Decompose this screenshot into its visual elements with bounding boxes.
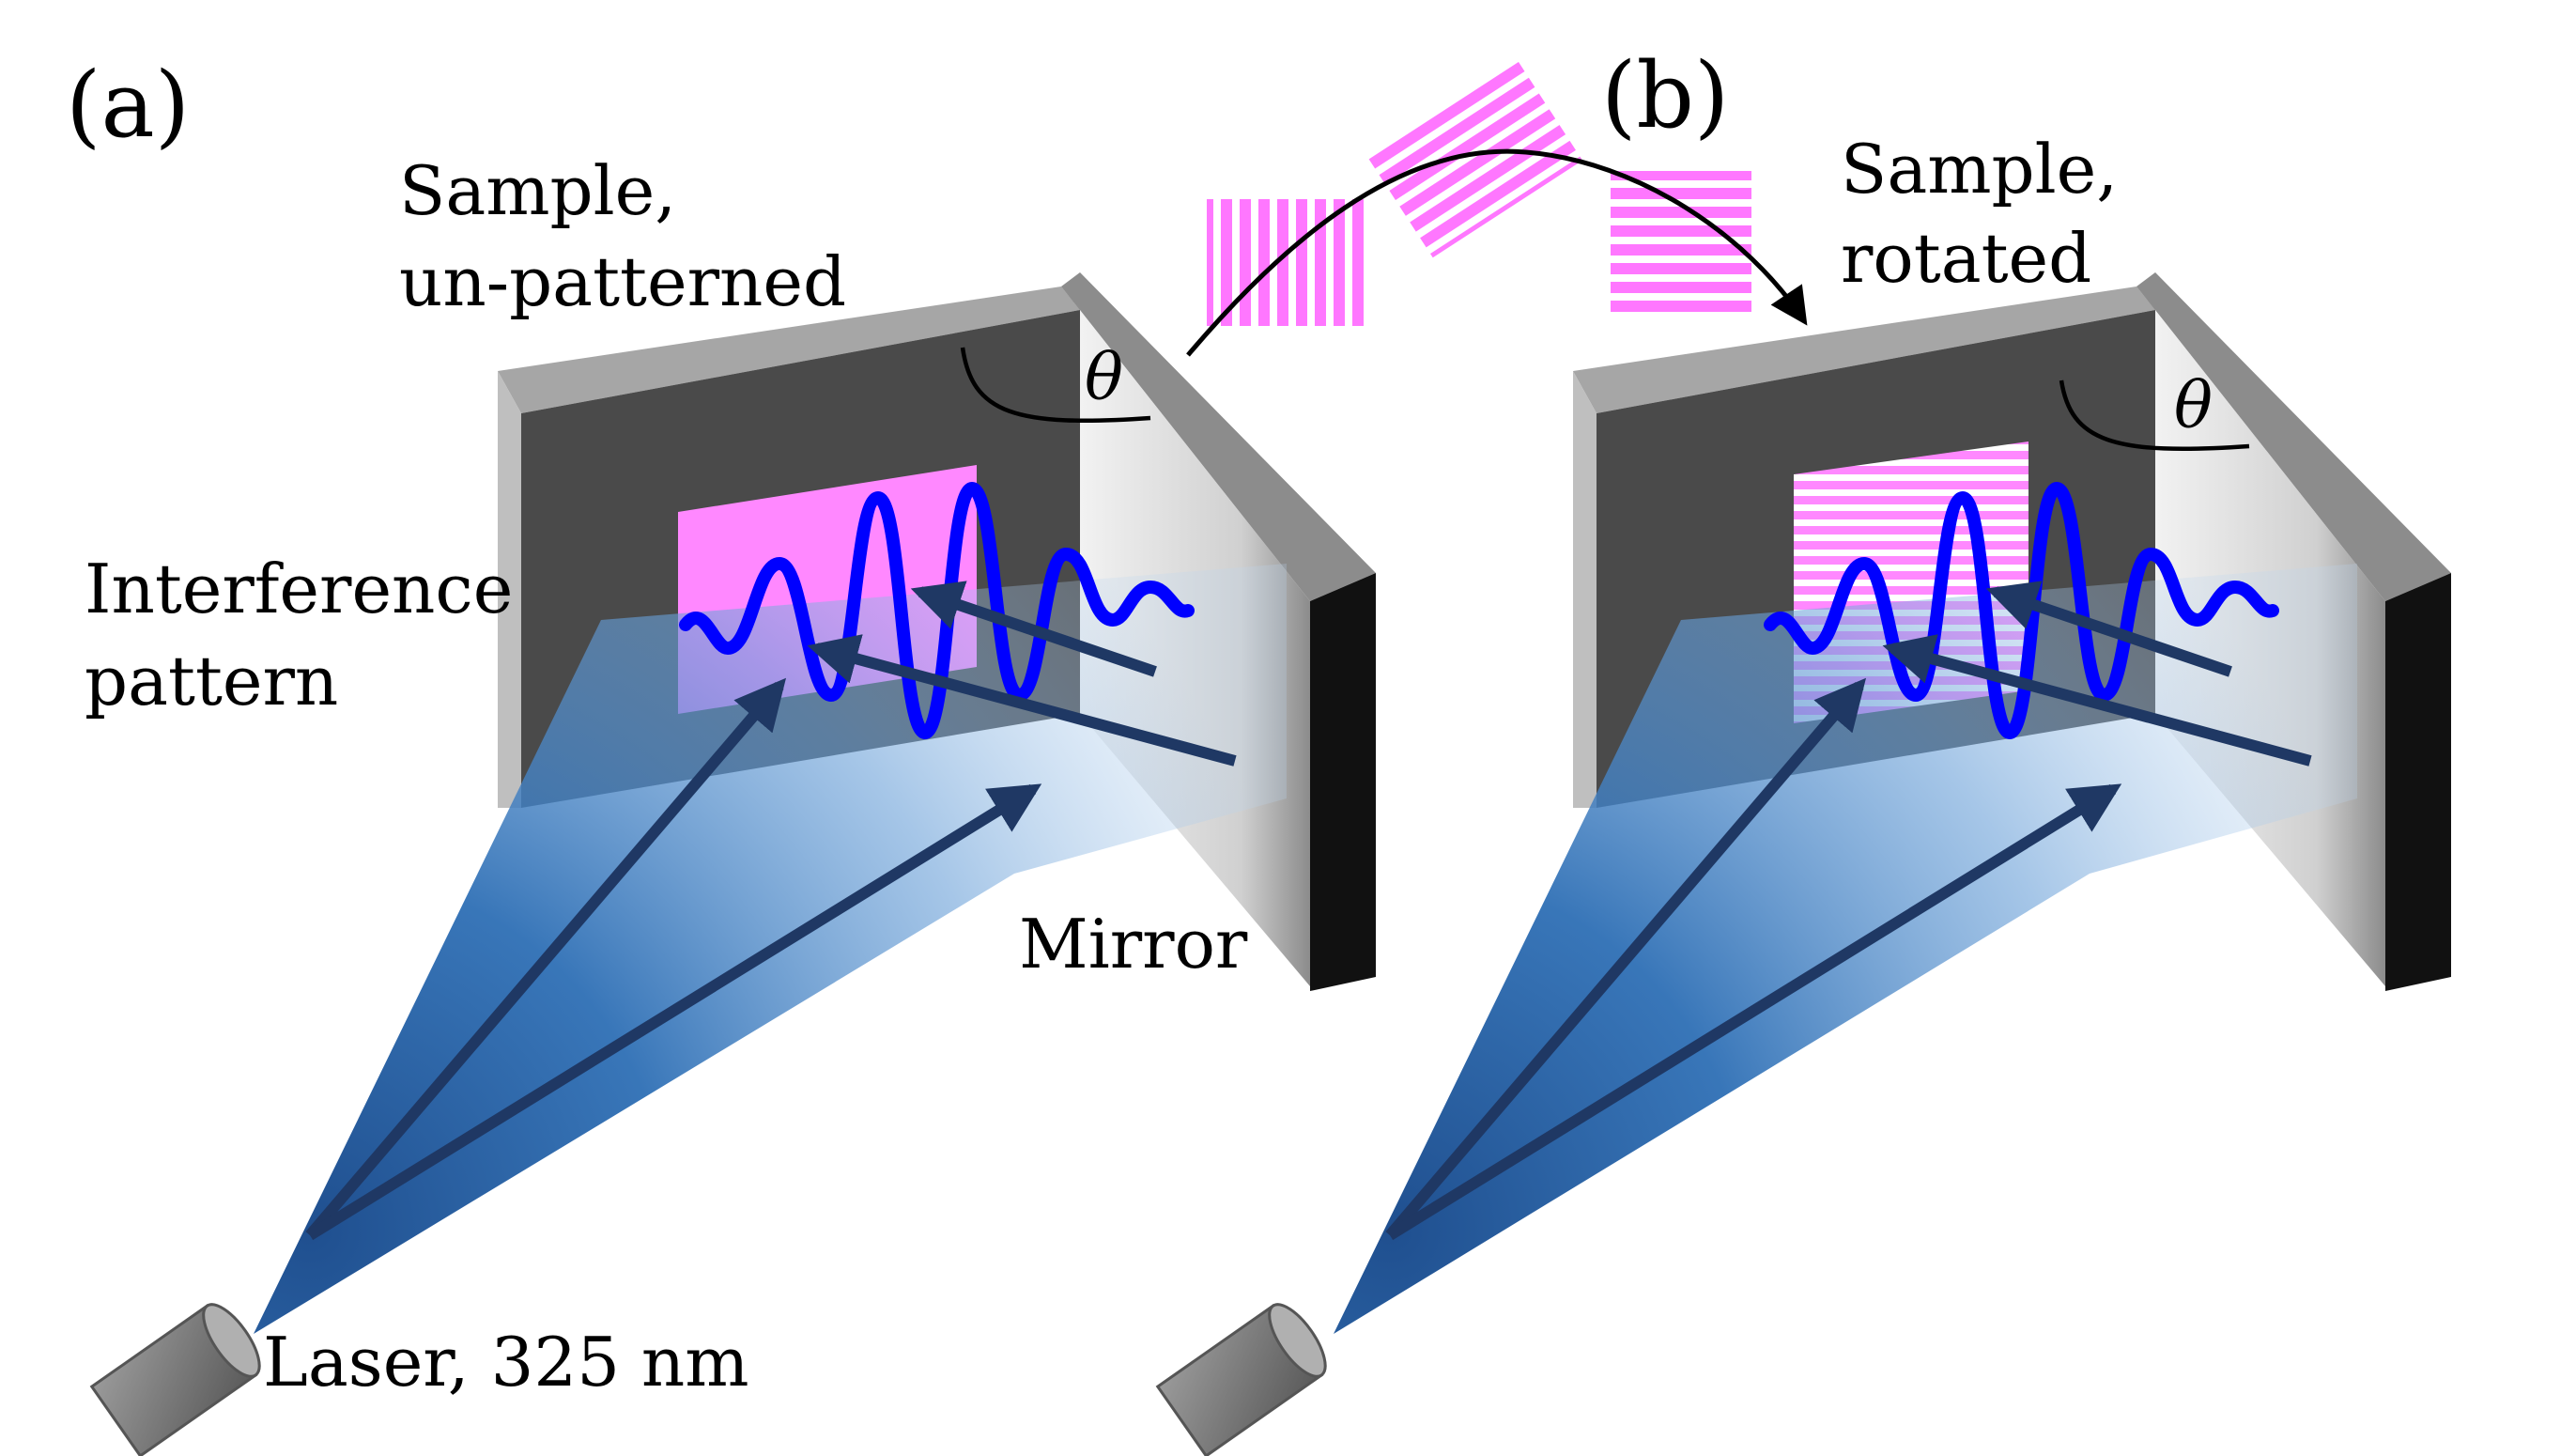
grating-horizontal-icon	[1611, 171, 1751, 319]
sample-label-b-line2: rotated	[1841, 219, 2091, 298]
sample-side-edge	[1573, 371, 1597, 808]
beam-arrow-a-1	[305, 677, 787, 1239]
laser-b	[1155, 1303, 1327, 1456]
angle-label-b: θ	[2174, 369, 2213, 443]
panel-label-b: (b)	[1601, 43, 1729, 148]
rotation-arrow	[1186, 148, 1808, 357]
beam-arrow-b-2	[1386, 783, 2122, 1241]
grating-tilted-icon	[1365, 57, 1583, 258]
panel-b: (b) Sample, rotated θ	[1155, 43, 2451, 1456]
sample-label-a-line2: un-patterned	[399, 242, 846, 321]
pattern-label-line1: Interference	[85, 550, 513, 628]
mirror-top-edge	[1061, 272, 1376, 601]
panel-label-a: (a)	[66, 53, 190, 158]
sample-top-edge	[498, 287, 1080, 413]
sample-label-a-line1: Sample,	[399, 151, 676, 230]
sample-side-edge	[498, 371, 521, 808]
sample-top-edge	[1573, 287, 2155, 413]
laser-aperture	[202, 1303, 261, 1378]
reflect-arrow-a-1	[910, 581, 1157, 677]
angle-arc-a	[960, 347, 1151, 424]
angle-label-a: θ	[1085, 341, 1123, 415]
mirror-top-edge	[2136, 272, 2451, 601]
laser-aperture	[1268, 1303, 1327, 1378]
standing-wave-a	[679, 481, 1195, 740]
beam-arrow-b-1	[1385, 677, 1867, 1239]
mirror-side-edge	[1310, 573, 1376, 991]
reflect-arrow-b-1	[1985, 581, 2232, 677]
sample-label-b-line1: Sample,	[1841, 130, 2118, 209]
mirror-label: Mirror	[1019, 905, 1248, 984]
angle-arc-b	[2059, 379, 2250, 452]
rotation-inset	[1186, 57, 1808, 357]
beam-arrow-a-2	[306, 783, 1042, 1241]
laser-label: Laser, 325 nm	[263, 1323, 749, 1402]
laser-a	[89, 1303, 261, 1456]
reflect-arrow-a-2	[807, 634, 1237, 767]
mirror-side-edge	[2385, 573, 2451, 991]
pattern-label-line2: pattern	[85, 642, 338, 720]
panel-a: (a) Sample, un-patterned Interference pa…	[66, 53, 1376, 1456]
standing-wave-b	[1764, 481, 2279, 740]
reflect-arrow-b-2	[1882, 634, 2312, 767]
